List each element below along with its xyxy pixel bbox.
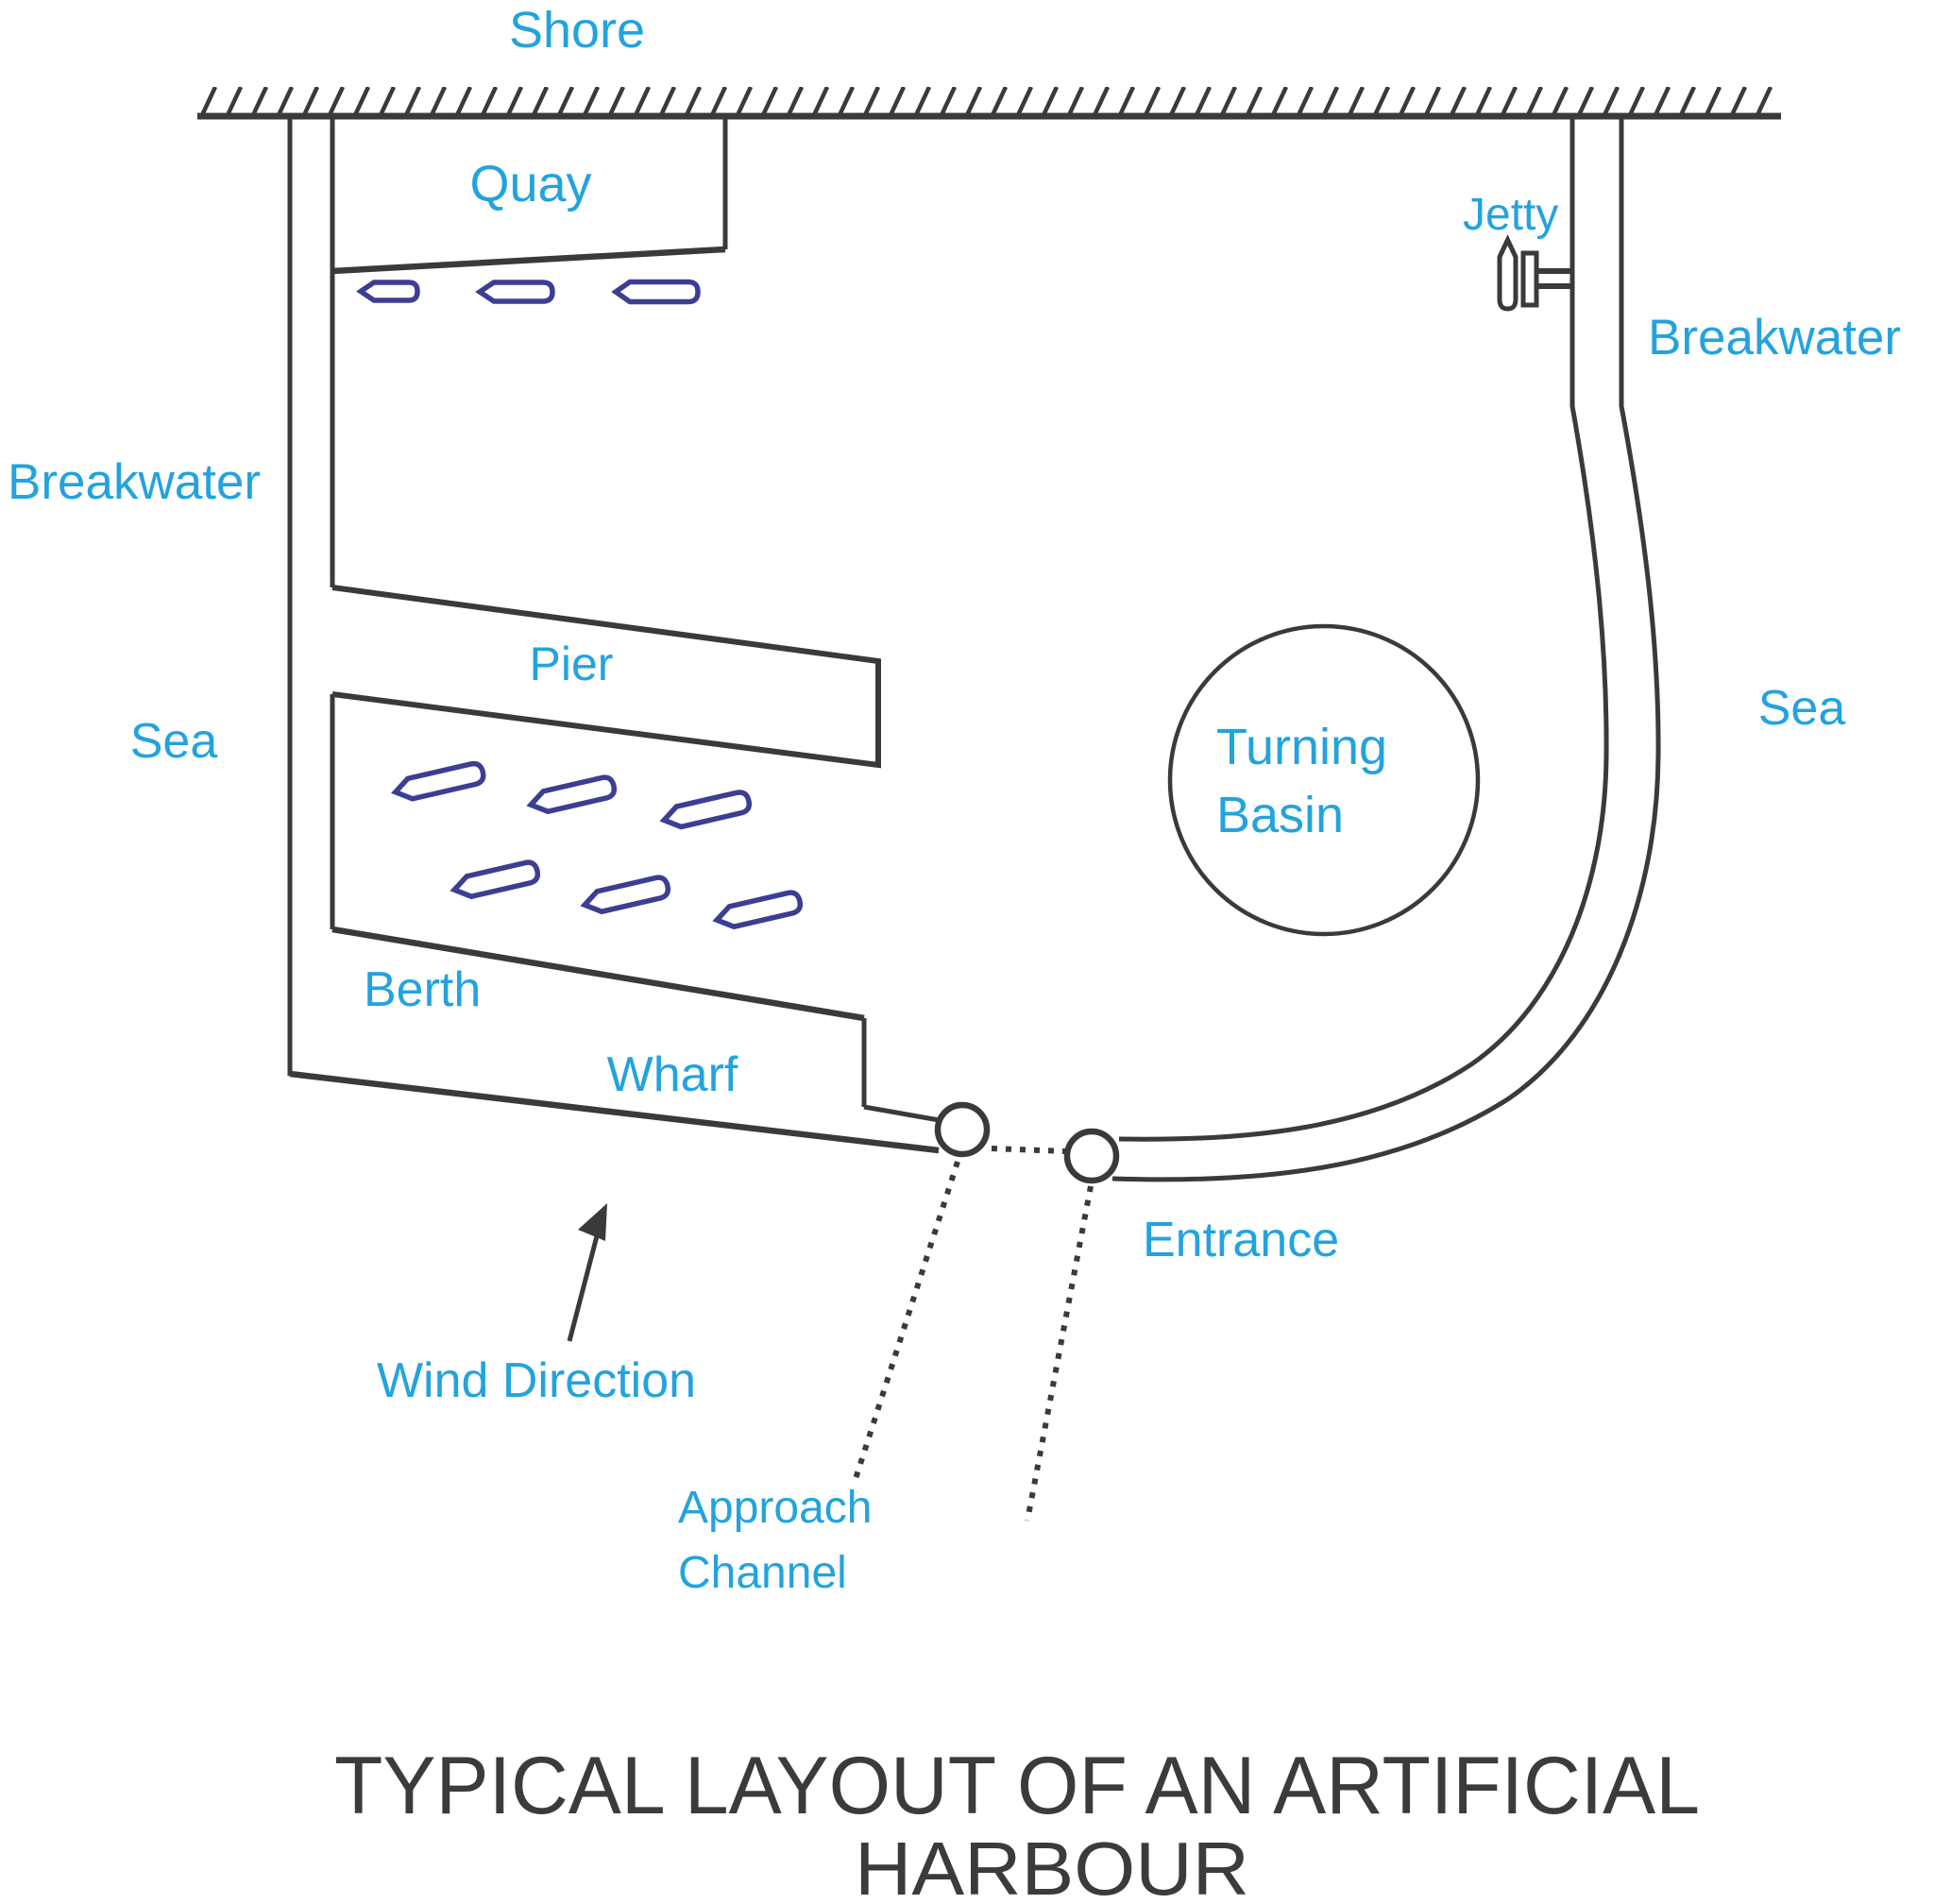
diagram-labels: Shore Quay Jetty Breakwater Breakwater S… — [8, 2, 1901, 1598]
boat-icon — [356, 280, 420, 303]
berth-bottom-edge — [331, 926, 865, 1022]
approach-channel-label-line2: Channel — [678, 1548, 847, 1598]
wharf-structure — [289, 926, 945, 1154]
turning-basin-circle — [1167, 623, 1481, 937]
wharf-label: Wharf — [607, 1047, 738, 1102]
boat-icon — [390, 760, 486, 802]
jetty-icon — [1497, 234, 1573, 312]
boat-icon — [475, 280, 555, 304]
entrance-label: Entrance — [1143, 1213, 1339, 1267]
shore-structure — [197, 87, 1781, 120]
title-line-2: HARBOUR — [855, 1827, 1249, 1904]
right-breakwater-outer-line — [1111, 116, 1661, 1182]
entrance-marker-left — [934, 1101, 991, 1158]
left-breakwater — [287, 116, 335, 1076]
quay-label: Quay — [469, 156, 591, 212]
boat-icon — [580, 875, 671, 915]
entrance-gap-dotted-line — [991, 1146, 1066, 1154]
breakwater-right-label: Breakwater — [1648, 310, 1901, 366]
wind-arrow-shaft — [567, 1232, 601, 1342]
quay-boats — [356, 279, 701, 305]
jetty-pier-icon — [1520, 250, 1539, 308]
berth-boats-row-2 — [450, 859, 804, 930]
right-breakwater — [1111, 116, 1661, 1182]
boat-icon — [712, 890, 804, 930]
wind-direction-arrow — [567, 1203, 607, 1342]
quay-structure — [331, 116, 728, 275]
boat-icon — [611, 279, 701, 305]
wind-arrow-head-icon — [578, 1203, 607, 1241]
approach-channel-right-dotted-line — [1025, 1185, 1094, 1522]
wharf-top-edge — [863, 1104, 945, 1124]
boat-icon — [526, 774, 618, 815]
boat-icon — [450, 859, 541, 900]
wind-direction-label: Wind Direction — [377, 1353, 696, 1408]
turning-basin-label-line1: Turning — [1216, 719, 1387, 775]
sea-left-label: Sea — [130, 714, 218, 769]
right-breakwater-inner-line — [1118, 116, 1609, 1142]
boat-icon — [659, 790, 752, 830]
wharf-bottom-edge — [289, 1070, 940, 1154]
entrance-structure — [934, 1101, 1120, 1184]
diagram-title: TYPICAL LAYOUT OF AN ARTIFICIAL HARBOUR — [334, 1741, 1700, 1904]
title-line-1: TYPICAL LAYOUT OF AN ARTIFICIAL — [334, 1741, 1700, 1831]
pier-label: Pier — [530, 638, 614, 690]
sea-right-label: Sea — [1758, 681, 1846, 736]
approach-channel-left-dotted-line — [851, 1161, 960, 1486]
turning-basin-label-line2: Basin — [1216, 787, 1344, 843]
berth-label: Berth — [364, 962, 481, 1017]
shore-hatching — [197, 87, 1781, 115]
entrance-marker-right — [1063, 1128, 1120, 1184]
jetty-label: Jetty — [1463, 190, 1558, 240]
approach-channel-lines — [851, 1146, 1094, 1522]
approach-channel-label-line1: Approach — [678, 1483, 872, 1533]
jetty-boat-icon — [1497, 234, 1518, 312]
shore-label: Shore — [509, 2, 645, 59]
berth-boats-row-1 — [390, 760, 752, 830]
quay-bottom-edge — [331, 246, 726, 275]
pier-outline — [331, 585, 881, 769]
breakwater-left-label: Breakwater — [8, 454, 261, 510]
